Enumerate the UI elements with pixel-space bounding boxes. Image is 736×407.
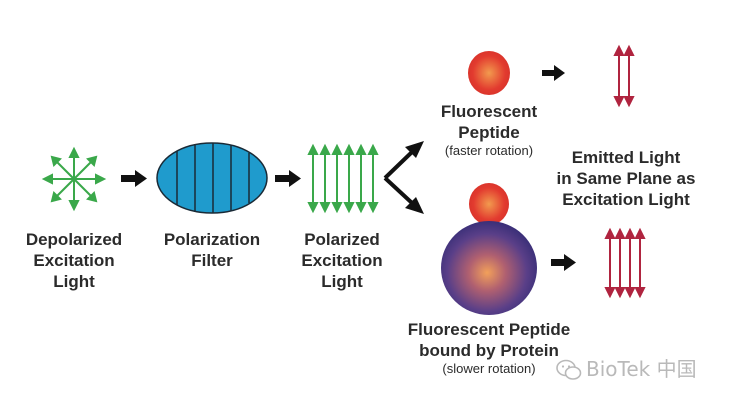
faster-rotation-label: (faster rotation) bbox=[444, 143, 534, 158]
watermark: BioTek 中国 bbox=[556, 356, 726, 382]
bound-peptide-icon bbox=[469, 183, 509, 225]
emitted-light-label: Emitted Light in Same Plane as Excitatio… bbox=[556, 148, 696, 209]
slower-rotation-label: (slower rotation) bbox=[442, 361, 536, 376]
depolarized-light-icon bbox=[41, 146, 107, 212]
emitted-light-top-icon bbox=[613, 44, 635, 108]
fluorescent-peptide-icon bbox=[468, 51, 510, 95]
flow-arrow-2 bbox=[275, 170, 301, 187]
polarization-filter-icon bbox=[156, 142, 268, 214]
watermark-text: BioTek 中国 bbox=[586, 357, 697, 381]
bound-peptide-label: Fluorescent Peptide bound by Protein (sl… bbox=[389, 319, 589, 377]
protein-icon bbox=[441, 221, 537, 315]
depolarized-label: Depolarized Excitation Light bbox=[25, 230, 123, 291]
flow-arrow-bottom bbox=[551, 254, 576, 271]
filter-label: Polarization Filter bbox=[163, 230, 261, 270]
polarized-light-icon bbox=[307, 143, 379, 214]
wechat-icon bbox=[556, 359, 582, 380]
branch-arrows bbox=[383, 141, 424, 214]
emitted-light-bottom-icon bbox=[604, 227, 646, 299]
fluorescent-peptide-label: Fluorescent Peptide (faster rotation) bbox=[419, 101, 559, 159]
flow-arrow-top bbox=[542, 65, 565, 81]
flow-arrow-1 bbox=[121, 170, 147, 187]
polarized-label: Polarized Excitation Light bbox=[301, 230, 383, 291]
